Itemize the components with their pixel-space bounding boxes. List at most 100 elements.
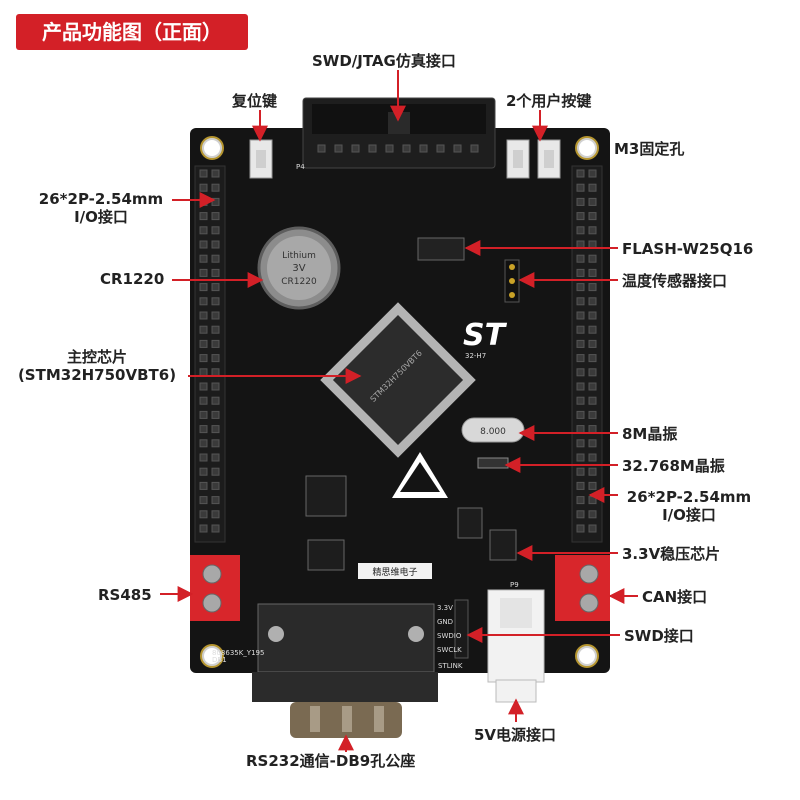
header-pin: [576, 453, 585, 462]
header-pin: [211, 311, 220, 320]
label-reset: 复位键: [232, 92, 278, 110]
header-pin: [199, 311, 208, 320]
header-pin: [588, 496, 597, 505]
temp-sensor-header: [504, 259, 520, 303]
header-pin: [199, 368, 208, 377]
header-pin: [588, 283, 597, 292]
header-pin: [211, 226, 220, 235]
header-pin: [211, 524, 220, 533]
crystal-8m: 8.000: [461, 417, 525, 443]
header-pin: [576, 169, 585, 178]
header-pin: [576, 283, 585, 292]
header-pin: [199, 212, 208, 221]
label-rs485: RS485: [98, 586, 152, 604]
st-logo: ST 32-H7: [463, 318, 508, 360]
right-pin-header: [571, 165, 603, 543]
header-pin: [199, 268, 208, 277]
label-io-right: 26*2P-2.54mm I/O接口: [614, 488, 764, 524]
header-pin: [436, 144, 445, 153]
header-pin: [588, 396, 597, 405]
header-pin: [199, 496, 208, 505]
header-pin: [588, 481, 597, 490]
header-pin: [211, 183, 220, 192]
header-pin: [588, 410, 597, 419]
header-pin: [576, 439, 585, 448]
svg-text:P4: P4: [296, 163, 305, 171]
header-pin: [199, 524, 208, 533]
svg-text:Lithium: Lithium: [282, 251, 316, 261]
label-rs232: RS232通信-DB9孔公座: [246, 752, 416, 770]
header-pin: [576, 183, 585, 192]
label-regulator: 3.3V稳压芯片: [622, 545, 721, 563]
header-pin: [199, 481, 208, 490]
header-pin: [334, 144, 343, 153]
header-pin: [588, 325, 597, 334]
header-pin: [576, 467, 585, 476]
svg-text:P9: P9: [510, 581, 519, 589]
svg-text:SWDIO: SWDIO: [437, 632, 462, 640]
header-pin: [576, 197, 585, 206]
svg-text:32-H7: 32-H7: [465, 352, 486, 360]
header-pin: [368, 144, 377, 153]
svg-text:3V: 3V: [292, 263, 305, 274]
ic-u1: [305, 475, 347, 517]
db9-connector: [252, 603, 438, 738]
header-pin: [199, 453, 208, 462]
header-pin: [317, 144, 326, 153]
header-pin: [199, 183, 208, 192]
svg-text:CR1220: CR1220: [281, 277, 317, 287]
header-pin: [576, 354, 585, 363]
battery-holder: Lithium 3V CR1220: [257, 226, 341, 310]
label-crystal-32k: 32.768M晶振: [622, 457, 725, 475]
header-pin: [576, 311, 585, 320]
header-pin: [576, 382, 585, 391]
header-pin: [588, 467, 597, 476]
svg-text:DB1: DB1: [212, 656, 227, 664]
header-pin: [211, 268, 220, 277]
label-io-left-line2: I/O接口: [74, 208, 128, 226]
rs485-terminal: [190, 555, 240, 621]
header-pin: [199, 382, 208, 391]
header-pin: [199, 325, 208, 334]
user-buttons-component: [506, 139, 561, 179]
reset-button-component: [249, 139, 273, 179]
header-pin: [199, 354, 208, 363]
header-pin: [576, 212, 585, 221]
header-pin: [576, 268, 585, 277]
svg-text:ST: ST: [463, 318, 508, 353]
header-pin: [588, 212, 597, 221]
header-pin: [588, 354, 597, 363]
header-pin: [588, 524, 597, 533]
power-connector: [487, 589, 545, 703]
header-pin: [211, 439, 220, 448]
ic-u5: [307, 539, 345, 571]
header-pin: [199, 439, 208, 448]
flash-chip: [417, 237, 465, 261]
header-pin: [199, 169, 208, 178]
header-pin: [588, 382, 597, 391]
header-pin: [199, 396, 208, 405]
mcu-chip: STM32H750VBT6: [320, 302, 476, 458]
header-pin: [576, 396, 585, 405]
header-pin: [576, 226, 585, 235]
callout-arrows: [160, 70, 638, 752]
header-pin: [199, 226, 208, 235]
header-pin: [351, 144, 360, 153]
header-pin: [211, 169, 220, 178]
label-user-keys: 2个用户按键: [506, 92, 592, 110]
label-can: CAN接口: [642, 588, 708, 606]
label-io-left-line1: 26*2P-2.54mm: [38, 190, 164, 208]
header-pin: [576, 425, 585, 434]
header-pin: [588, 368, 597, 377]
label-m3-hole: M3固定孔: [614, 140, 685, 158]
header-pin: [199, 339, 208, 348]
header-pin: [211, 453, 220, 462]
header-pin: [211, 297, 220, 306]
header-pin: [211, 481, 220, 490]
header-pin: [576, 240, 585, 249]
label-io-left: 26*2P-2.54mm I/O接口: [26, 190, 176, 226]
header-pin: [211, 339, 220, 348]
crystal-32k: [477, 457, 509, 469]
header-pin: [576, 368, 585, 377]
